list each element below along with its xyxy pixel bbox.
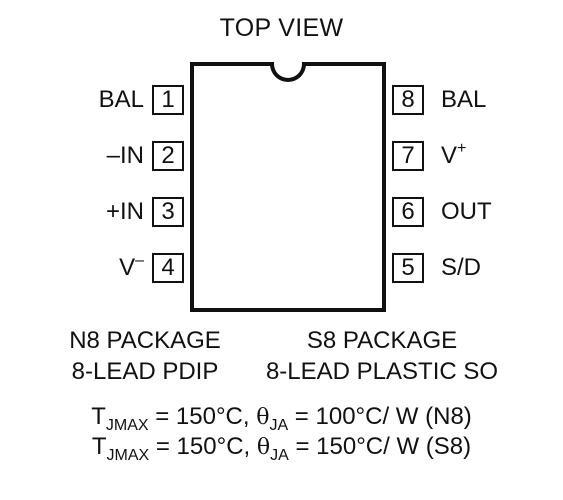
pin1-notch — [270, 62, 306, 82]
pin-3-label: +IN — [105, 198, 144, 225]
pin-2-label: –IN — [106, 142, 144, 169]
pin-4-number: 4 — [152, 253, 184, 283]
package-s8-description: 8-LEAD PLASTIC SO — [265, 358, 499, 385]
pin-7-label: V+ — [441, 140, 467, 170]
package-s8-name: S8 PACKAGE — [306, 327, 458, 354]
chip-body — [190, 62, 386, 312]
pin-4-label: V– — [119, 252, 144, 282]
pin-5-number: 5 — [392, 253, 424, 283]
pin-6-label: OUT — [441, 198, 492, 225]
pin-8-number: 8 — [392, 85, 424, 115]
pin-5-label: S/D — [441, 254, 482, 281]
package-n8: N8 PACKAGE 8-LEAD PDIP — [60, 325, 230, 387]
pin-1-number: 1 — [152, 85, 184, 115]
package-n8-name: N8 PACKAGE — [69, 327, 221, 354]
pin-3-number: 3 — [152, 197, 184, 227]
pin-1-label: BAL — [98, 86, 144, 113]
pin-8-label: BAL — [441, 86, 487, 113]
pin-6-number: 6 — [392, 197, 424, 227]
package-s8: S8 PACKAGE 8-LEAD PLASTIC SO — [262, 325, 502, 387]
pin-2-number: 2 — [152, 141, 184, 171]
package-n8-description: 8-LEAD PDIP — [71, 358, 219, 385]
pin-7-number: 7 — [392, 141, 424, 171]
thermal-line-s8: TJMAX = 150°C, θJA = 150°C/ W (S8) — [91, 433, 472, 464]
diagram-title: TOP VIEW — [219, 14, 344, 42]
thermal-line-n8: TJMAX = 150°C, θJA = 100°C/ W (N8) — [91, 403, 472, 434]
